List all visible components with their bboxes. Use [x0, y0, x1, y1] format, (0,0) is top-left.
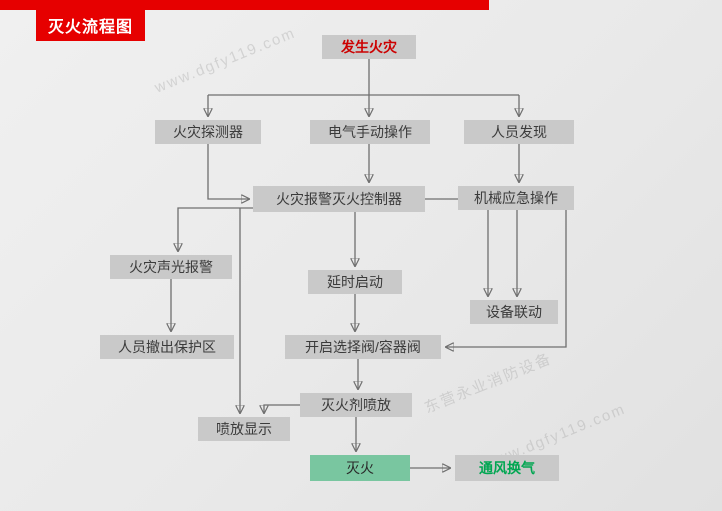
node-ventilation: 通风换气 — [455, 455, 559, 481]
node-extinguish: 灭火 — [310, 455, 410, 481]
node-fire-alarm-controller: 火灾报警灭火控制器 — [253, 186, 425, 212]
node-personnel-discovery: 人员发现 — [464, 120, 574, 144]
page-title: 灭火流程图 — [36, 9, 146, 41]
node-personnel-evacuate: 人员撤出保护区 — [100, 335, 234, 359]
top-accent-bar — [0, 0, 489, 10]
node-electric-manual-operation: 电气手动操作 — [310, 120, 430, 144]
node-mechanical-emergency-operation: 机械应急操作 — [458, 186, 574, 210]
node-discharge-display: 喷放显示 — [198, 417, 290, 441]
node-delayed-start: 延时启动 — [308, 270, 402, 294]
node-fire-detector: 火灾探测器 — [155, 120, 261, 144]
node-agent-discharge: 灭火剂喷放 — [300, 393, 412, 417]
node-equipment-linkage: 设备联动 — [470, 300, 558, 324]
node-open-selection-valve: 开启选择阀/容器阀 — [285, 335, 441, 359]
node-fire-occurs: 发生火灾 — [322, 35, 416, 59]
node-sound-light-alarm: 火灾声光报警 — [110, 255, 232, 279]
